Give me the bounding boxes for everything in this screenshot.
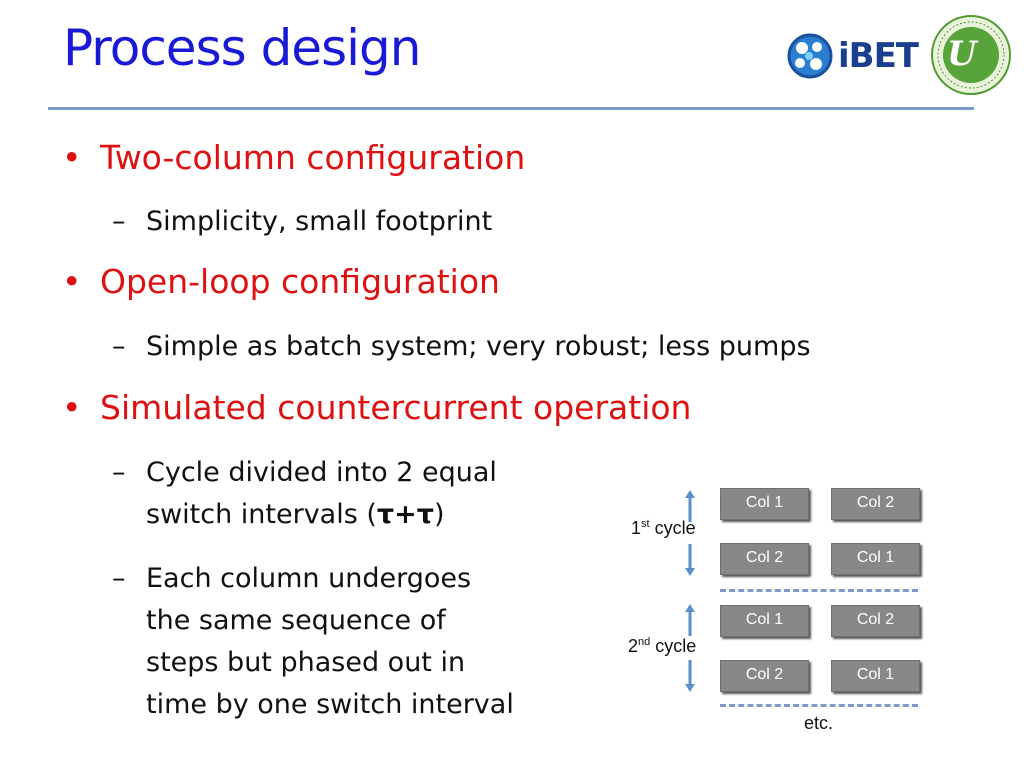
bullet-open-loop: • Open-loop configuration <box>62 262 500 301</box>
dash-glyph: – <box>112 331 126 362</box>
bullet-text: Two-column configuration <box>100 138 526 177</box>
column-box: Col 2 <box>831 605 920 637</box>
cycle-number: 1 <box>631 518 642 538</box>
bullet-simulated-countercurrent: • Simulated countercurrent operation <box>62 388 691 427</box>
arrow-down-icon <box>685 544 695 576</box>
column-box: Col 1 <box>720 605 809 637</box>
column-box: Col 1 <box>831 660 920 692</box>
sub-bullet-text: Cycle divided into 2 equal <box>146 457 497 488</box>
cycle-ordinal: st <box>641 518 650 530</box>
closing-paren: ) <box>434 499 445 530</box>
column-box: Col 2 <box>720 543 809 575</box>
ibet-logo: iBET <box>786 26 926 86</box>
column-box: Col 2 <box>831 488 920 520</box>
arrow-up-icon <box>685 490 695 522</box>
bullet-text: Simulated countercurrent operation <box>100 388 692 427</box>
sub-bullet-continuation: time by one switch interval <box>146 689 514 720</box>
cycle-word: cycle <box>655 636 697 656</box>
column-box: Col 1 <box>831 543 920 575</box>
dash-glyph: – <box>112 563 126 594</box>
ibet-logo-icon <box>787 33 833 79</box>
dash-glyph: – <box>112 206 126 237</box>
cycle-label-2: 2nd cycle <box>628 636 696 657</box>
cycle-word: cycle <box>654 518 696 538</box>
cycle-number: 2 <box>628 636 639 656</box>
sub-bullet-text: Each column undergoes <box>146 563 472 594</box>
ibet-logo-text: iBET <box>838 36 919 76</box>
bullet-glyph: • <box>62 138 82 177</box>
title-divider <box>48 107 974 110</box>
sub-bullet-continuation: switch intervals (τ+τ) <box>112 494 497 536</box>
bullet-glyph: • <box>62 262 82 301</box>
university-seal-monogram: U <box>947 34 977 74</box>
etc-label: etc. <box>804 713 834 733</box>
university-seal-logo: U <box>930 14 1012 96</box>
sub-bullet-simple-batch: –Simple as batch system; very robust; le… <box>112 326 811 368</box>
sub-bullet-text: Simplicity, small footprint <box>146 206 493 237</box>
column-box: Col 2 <box>720 660 809 692</box>
cycle-separator <box>720 589 918 592</box>
bullet-two-column: • Two-column configuration <box>62 138 525 177</box>
column-box: Col 1 <box>720 488 809 520</box>
university-seal-icon <box>931 15 1011 95</box>
sub-bullet-cycle-divided: –Cycle divided into 2 equal switch inter… <box>112 452 497 536</box>
bullet-text: Open-loop configuration <box>100 262 500 301</box>
page-title: Process design <box>63 19 421 77</box>
bullet-glyph: • <box>62 388 82 427</box>
arrow-down-icon <box>685 660 695 692</box>
sub-bullet-continuation: steps but phased out in <box>146 647 466 678</box>
sub-bullet-each-column: –Each column undergoes the same sequence… <box>112 558 514 726</box>
sub-bullet-text: Simple as batch system; very robust; les… <box>146 331 811 362</box>
cycle-ordinal: nd <box>638 636 651 648</box>
switch-intervals-text: switch intervals ( <box>146 499 377 530</box>
arrow-up-icon <box>685 604 695 636</box>
cycle-separator <box>720 704 918 707</box>
cycle-label-1: 1st cycle <box>631 518 696 539</box>
sub-bullet-simplicity: –Simplicity, small footprint <box>112 201 492 243</box>
dash-glyph: – <box>112 457 126 488</box>
tau-expression: τ+τ <box>376 499 434 530</box>
sub-bullet-continuation: the same sequence of <box>146 605 446 636</box>
